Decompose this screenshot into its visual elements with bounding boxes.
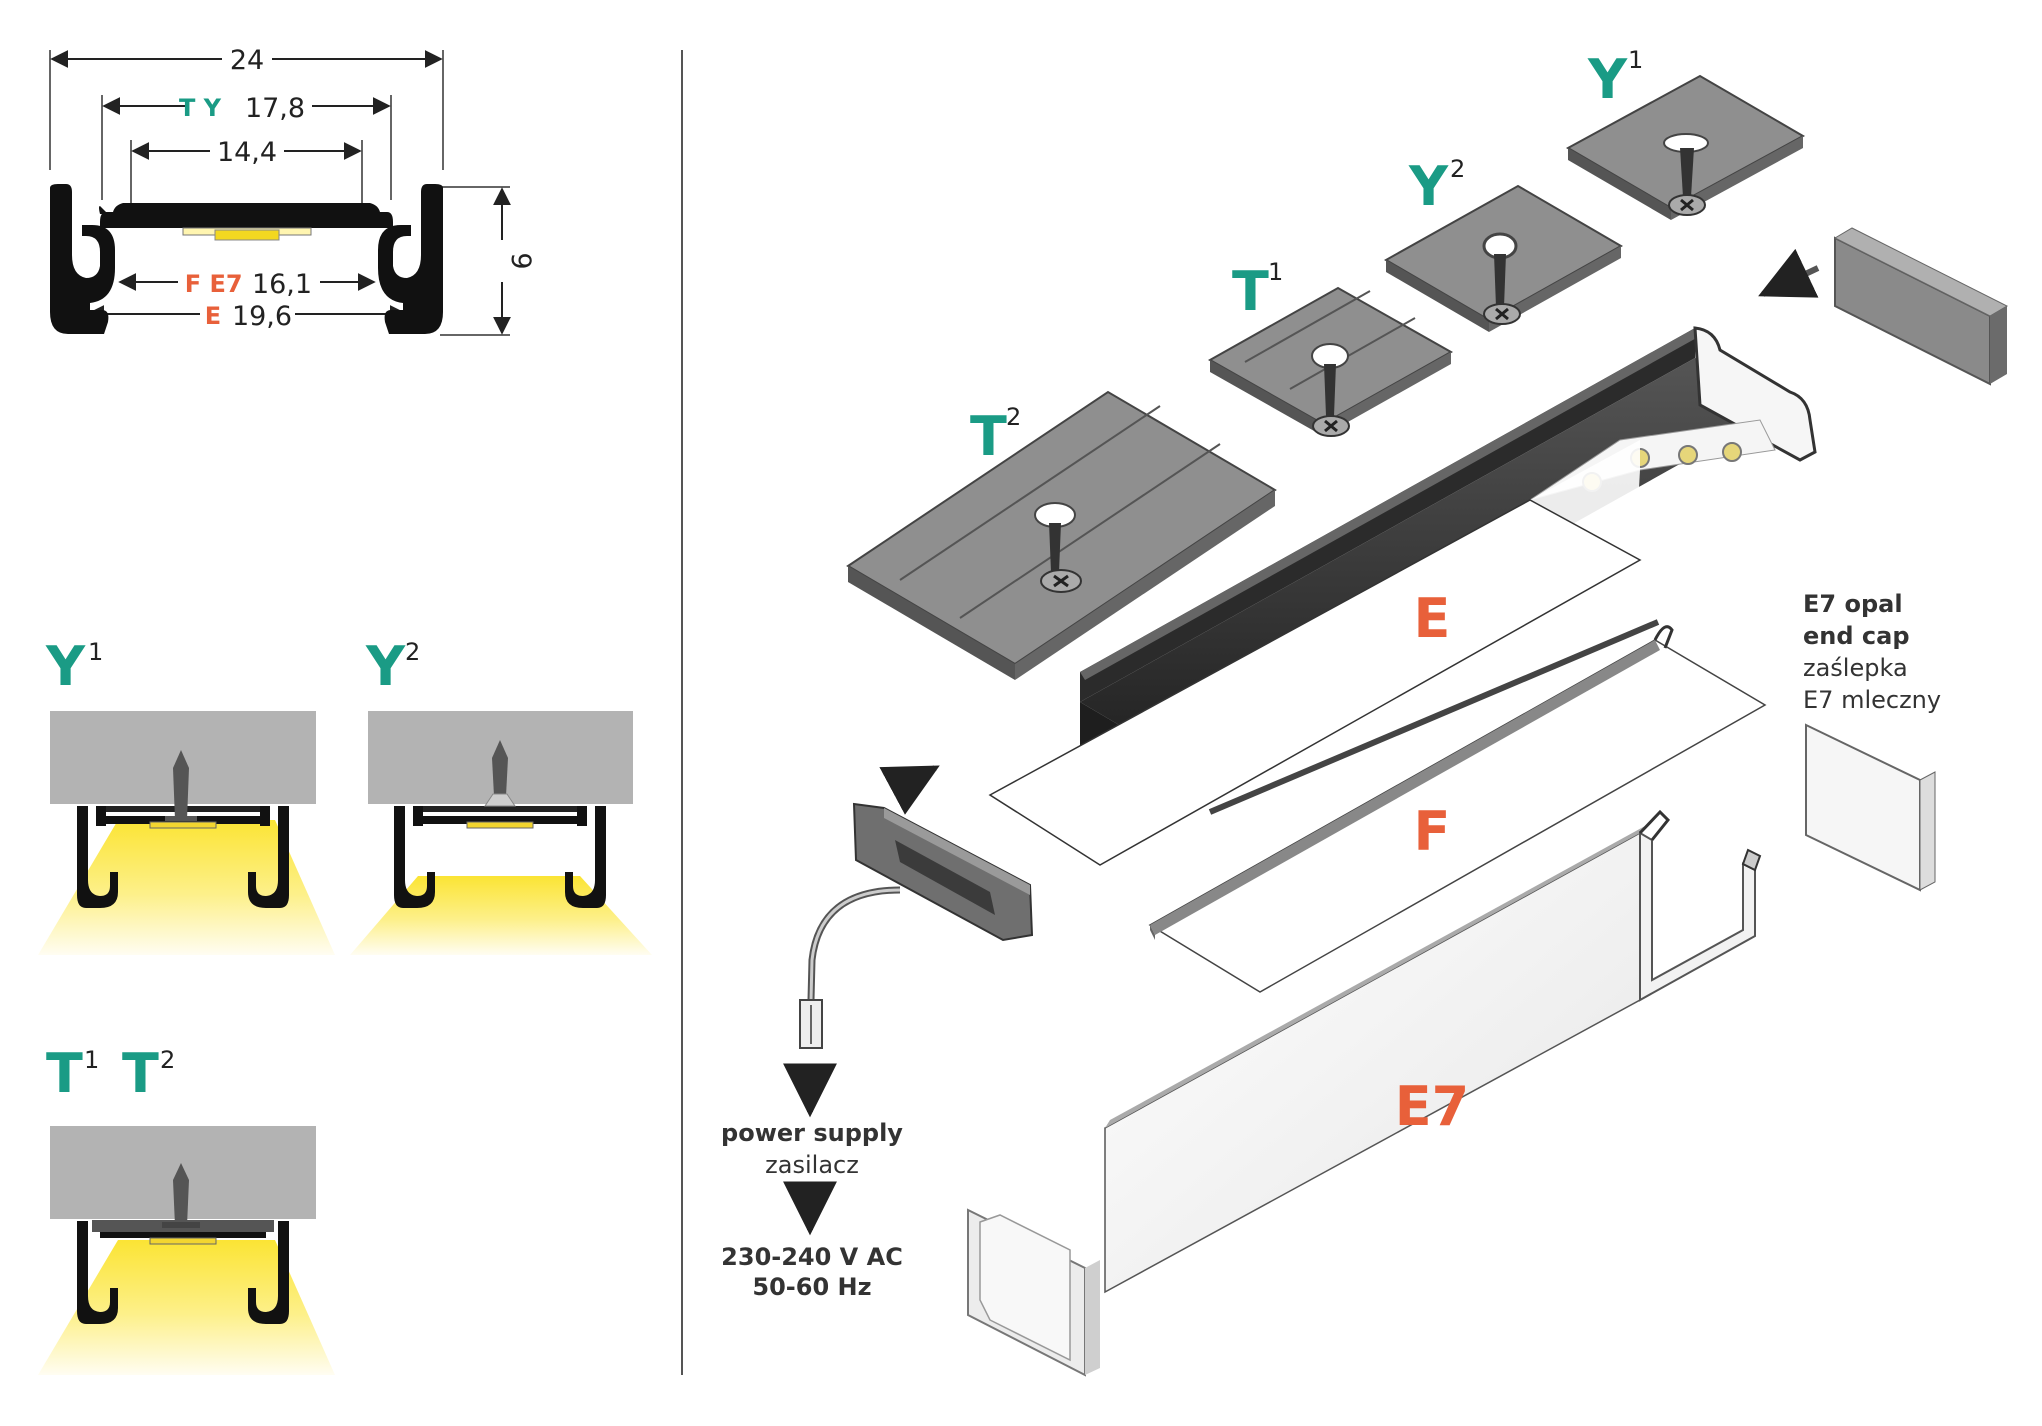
power-supply-label-pl: zasilacz bbox=[765, 1151, 859, 1179]
mount-example-t1-t2: T 1 T 2 bbox=[38, 1042, 335, 1375]
t1-superscript: 1 bbox=[84, 1046, 99, 1074]
exploded-y1-superscript: 1 bbox=[1628, 46, 1643, 74]
dim-ty-prefix: T Y bbox=[179, 94, 222, 122]
profile-cross-section: 24 T Y 17,8 14,4 F E7 16,1 E 19,6 9 bbox=[49, 45, 536, 336]
e7-end-cap-bottom bbox=[967, 1208, 1100, 1377]
exploded-t1-letter: T bbox=[1232, 260, 1269, 323]
clip-t1: T 1 bbox=[1207, 258, 1454, 437]
label-f: F bbox=[1414, 800, 1451, 863]
exploded-y1-letter: Y bbox=[1587, 48, 1628, 111]
clip-t2: T 2 bbox=[846, 390, 1277, 680]
e7-cap-label-line1: E7 opal bbox=[1803, 590, 1903, 618]
t2-letter: T bbox=[122, 1042, 159, 1105]
frequency-label: 50-60 Hz bbox=[752, 1273, 871, 1301]
t2-superscript: 2 bbox=[160, 1046, 175, 1074]
dim-fe7-width: 16,1 bbox=[252, 269, 312, 300]
diffuser-sheet bbox=[988, 499, 1642, 866]
dim-inner-width: 14,4 bbox=[217, 137, 277, 168]
dim-e-prefix: E bbox=[205, 302, 221, 330]
e7-cap-label-line2: end cap bbox=[1803, 622, 1910, 650]
gray-end-cap-top bbox=[1758, 227, 2009, 386]
exploded-y2-superscript: 2 bbox=[1450, 155, 1465, 183]
end-cap-with-cable bbox=[783, 765, 1034, 1236]
dim-overall-width: 24 bbox=[230, 45, 264, 76]
profile-shape bbox=[50, 184, 443, 334]
power-supply-label: power supply bbox=[721, 1119, 903, 1147]
dim-e7-prefix: E7 bbox=[209, 270, 242, 298]
mount-example-y1: Y 1 bbox=[38, 635, 335, 955]
exploded-y2-letter: Y bbox=[1408, 155, 1449, 218]
y1-letter: Y bbox=[45, 635, 86, 698]
mounting-rail bbox=[1208, 619, 1660, 815]
dim-f-prefix: F bbox=[185, 270, 201, 298]
e7-cap-label-line4: E7 mleczny bbox=[1803, 686, 1941, 714]
y2-superscript: 2 bbox=[405, 638, 420, 666]
exploded-t2-letter: T bbox=[970, 405, 1007, 468]
e7-cap-label-line3: zaślepka bbox=[1803, 654, 1908, 682]
y2-letter: Y bbox=[365, 635, 406, 698]
label-e7: E7 bbox=[1395, 1075, 1469, 1138]
voltage-label: 230-240 V AC bbox=[721, 1243, 903, 1271]
clip-y1: Y 1 bbox=[1565, 46, 1806, 220]
exploded-t1-superscript: 1 bbox=[1268, 258, 1283, 286]
clip-y2: Y 2 bbox=[1383, 155, 1624, 332]
cover-f bbox=[1148, 625, 1767, 993]
dim-height: 9 bbox=[505, 252, 536, 269]
y1-superscript: 1 bbox=[88, 638, 103, 666]
label-e: E bbox=[1414, 587, 1451, 650]
dim-e-width: 19,6 bbox=[232, 301, 292, 332]
dim-ty-width: 17,8 bbox=[245, 93, 305, 124]
e7-end-cap: E7 opal end cap zaślepka E7 mleczny bbox=[1803, 590, 1941, 892]
mount-example-y2: Y 2 bbox=[350, 635, 652, 955]
t1-letter: T bbox=[46, 1042, 83, 1105]
cover-e7 bbox=[1104, 809, 1762, 1294]
exploded-t2-superscript: 2 bbox=[1006, 403, 1021, 431]
